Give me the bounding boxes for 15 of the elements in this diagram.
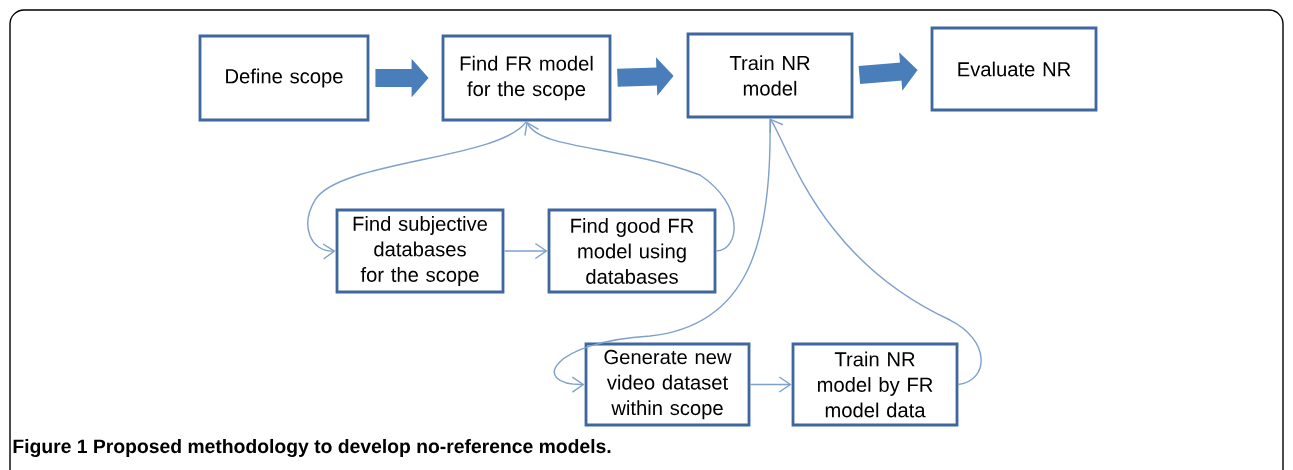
process-box: Find subjective databases for the scope	[335, 208, 505, 294]
process-box: Find good FR model using databases	[547, 208, 717, 294]
process-box: Train NR model	[686, 32, 854, 119]
curved-arrow	[553, 117, 771, 393]
process-box: Generate new video dataset within scope	[584, 342, 751, 427]
process-box: Train NR model by FR model data	[791, 342, 959, 427]
process-box: Define scope	[198, 34, 370, 122]
process-box: Find FR model for the scope	[441, 34, 612, 122]
arrow	[749, 376, 792, 393]
curved-arrow	[769, 118, 982, 386]
curved-arrow	[307, 120, 528, 260]
arrow	[503, 242, 548, 260]
curved-arrow	[524, 121, 735, 252]
caption: Figure 1 Proposed methodology to develop no-reference models.	[13, 438, 611, 458]
process-box: Evaluate NR	[930, 26, 1098, 112]
